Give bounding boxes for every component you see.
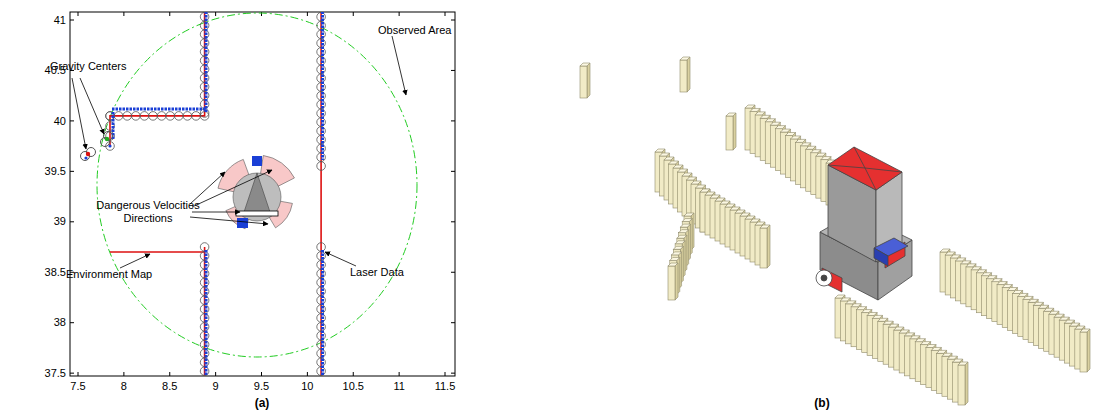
axis-tick-label: 37.5: [45, 367, 66, 380]
observed-area-circle: [97, 13, 417, 357]
axis-tick-label: 11.5: [435, 380, 456, 393]
callout-label: Observed Area: [378, 24, 451, 37]
robot-top-view: [218, 155, 294, 228]
axis-tick-label: 40.5: [45, 64, 66, 77]
axis-ticks: [70, 12, 455, 376]
callout-label: Dangerous Velocities Directions: [94, 199, 202, 224]
plot-frame: [70, 12, 455, 376]
3d-scene: [580, 57, 1090, 405]
environment-map: [110, 12, 321, 376]
axis-tick-label: 39.5: [45, 165, 66, 178]
axis-tick-label: 40: [54, 115, 66, 128]
callout-label: Laser Data: [350, 266, 404, 279]
axis-tick-label: 39: [54, 215, 66, 228]
callout-label: Environment Map: [66, 268, 152, 281]
axis-tick-label: 9: [213, 380, 219, 393]
axis-tick-label: 38.5: [45, 266, 66, 279]
panel-label: (b): [814, 397, 829, 411]
panel-label: (a): [255, 397, 270, 411]
axis-tick-label: 8: [121, 380, 127, 393]
axis-tick-label: 10: [301, 380, 313, 393]
axis-tick-label: 38: [54, 316, 66, 329]
axis-tick-label: 7.5: [70, 380, 85, 393]
axis-tick-label: 10.5: [343, 380, 364, 393]
axis-tick-label: 8.5: [162, 380, 177, 393]
axis-tick-label: 41: [54, 14, 66, 27]
axis-tick-label: 9.5: [254, 380, 269, 393]
laser-walls: [106, 12, 326, 376]
axis-tick-label: 11: [393, 380, 404, 393]
